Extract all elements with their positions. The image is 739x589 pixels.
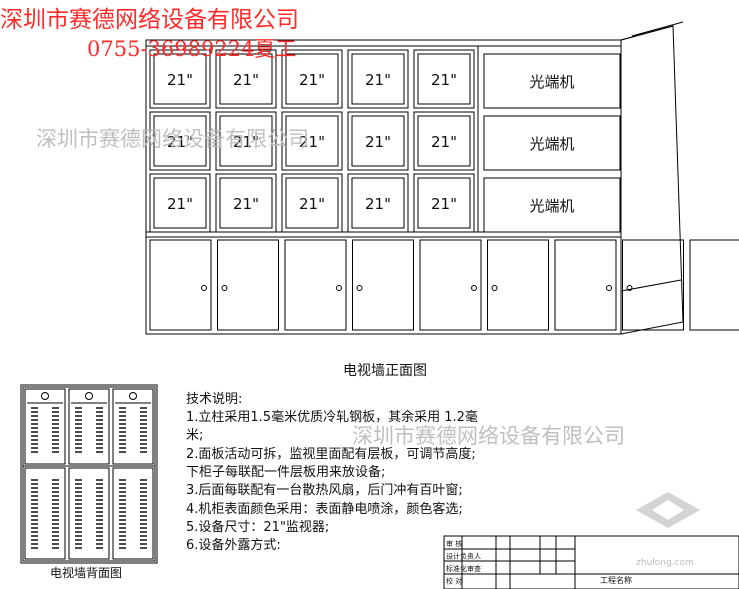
cabinet-door	[217, 239, 279, 331]
door-knob	[471, 285, 477, 291]
optical-unit-label: 光端机	[529, 197, 574, 215]
monitor-unit: 21"	[347, 111, 409, 171]
monitor-size-label: 21"	[365, 71, 391, 89]
monitor-unit: 21"	[413, 49, 475, 109]
title-block-row-label: 审 核	[446, 539, 462, 548]
cabinet-door	[689, 239, 739, 331]
cabinet-door	[487, 239, 549, 331]
cabinet-door	[284, 239, 347, 331]
cabinet-side-top	[620, 25, 684, 335]
title-block-row-label: 标准化审查	[446, 564, 481, 573]
site-watermark: zhulong.com	[636, 558, 694, 568]
cabinet-door	[352, 239, 414, 331]
company-watermark-grey-1: 深圳市赛德网络设备有限公司	[36, 127, 309, 151]
monitor-size-label: 21"	[365, 195, 391, 213]
back-panel	[68, 467, 110, 560]
monitor-size-label: 21"	[431, 133, 457, 151]
back-panel	[24, 388, 66, 465]
monitor-unit: 21"	[215, 49, 277, 109]
optical-unit-label: 光端机	[529, 135, 574, 153]
monitor-unit: 21"	[281, 111, 343, 171]
project-name-label: 工程名称	[600, 575, 632, 585]
zhulong-logo	[636, 492, 700, 528]
optical-unit: 光端机	[483, 115, 621, 171]
title-block	[443, 535, 739, 589]
spec-line: 5.设备尺寸：21"监视器;	[186, 519, 330, 535]
back-panel	[68, 388, 110, 465]
front-view-title: 电视墙正面图	[343, 363, 427, 379]
spec-line: 3.后面每联配有一台散热风扇，后门冲有百叶窗;	[186, 483, 463, 499]
monitor-size-label: 21"	[431, 71, 457, 89]
title-block-row-label: 校 对	[446, 577, 462, 586]
fan-icon	[129, 392, 137, 400]
cabinet-doors	[149, 239, 739, 331]
monitor-unit: 21"	[281, 173, 343, 233]
monitor-unit: 21"	[149, 49, 211, 109]
monitor-unit: 21"	[215, 111, 277, 171]
fan-icon	[85, 392, 93, 400]
monitor-unit: 21"	[149, 111, 211, 171]
monitor-grid: 21" 21" 21" 21" 21" 21" 21" 21" 21" 21" 21" 21" 21" 2…	[149, 49, 475, 233]
monitor-size-label: 21"	[365, 133, 391, 151]
door-knob	[221, 285, 228, 291]
back-view-title: 电视墙背面图	[50, 565, 122, 580]
back-panel	[24, 467, 66, 560]
company-watermark-red: 深圳市赛德网络设备有限公司	[0, 7, 299, 33]
monitor-size-label: 21"	[167, 195, 193, 213]
spec-heading: 技术说明:	[186, 392, 243, 407]
monitor-size-label: 21"	[299, 133, 325, 151]
optical-unit: 光端机	[483, 177, 621, 233]
door-knob	[356, 285, 363, 291]
monitor-unit: 21"	[215, 173, 277, 233]
back-panel	[112, 467, 154, 560]
spec-line: 米;	[186, 428, 204, 444]
cabinet-door	[419, 239, 482, 331]
spec-line: 4.机柜表面颜色采用：表面静电喷涂，颜色客选;	[186, 501, 463, 517]
phone-watermark: 0755-36989224夏工	[87, 37, 297, 61]
fan-icon	[41, 392, 49, 400]
back-view-drawing	[20, 384, 158, 564]
monitor-unit: 21"	[281, 49, 343, 109]
back-units	[24, 388, 154, 560]
monitor-unit: 21"	[413, 173, 475, 233]
spec-line: 2.面板活动可拆，监视里面配有层板，可调节高度;	[186, 446, 476, 462]
spec-line: 1.立柱采用1.5毫米优质冷轧钢板，其余采用 1.2毫	[186, 410, 478, 425]
back-panel	[112, 388, 154, 465]
monitor-size-label: 21"	[431, 195, 457, 213]
monitor-size-label: 21"	[167, 133, 193, 151]
monitor-unit: 21"	[149, 173, 211, 233]
cabinet-door	[149, 239, 212, 331]
monitor-unit: 21"	[347, 173, 409, 233]
cabinet-door	[554, 239, 617, 331]
monitor-unit: 21"	[413, 111, 475, 171]
monitor-size-label: 21"	[167, 71, 193, 89]
optical-unit-label: 光端机	[529, 73, 574, 91]
monitor-size-label: 21"	[299, 195, 325, 213]
monitor-size-label: 21"	[233, 71, 259, 89]
monitor-size-label: 21"	[233, 195, 259, 213]
cabinet-door	[622, 239, 684, 331]
door-knob	[201, 285, 207, 291]
front-cabinet-outline	[145, 39, 622, 335]
door-knob	[336, 285, 342, 291]
door-knob	[606, 285, 612, 291]
monitor-size-label: 21"	[299, 71, 325, 89]
door-knob	[491, 285, 498, 291]
spec-line: 6.设备外露方式:	[186, 538, 281, 554]
monitor-unit: 21"	[347, 49, 409, 109]
spec-line: 下柜子每联配一件层板用来放设备;	[186, 464, 386, 480]
optical-unit: 光端机	[483, 53, 621, 109]
monitor-size-label: 21"	[233, 133, 259, 151]
company-watermark-grey-2: 深圳市赛德网络设备有限公司	[352, 424, 625, 448]
title-block-row-label: 设计负责人	[446, 552, 481, 561]
door-knob	[626, 285, 633, 291]
